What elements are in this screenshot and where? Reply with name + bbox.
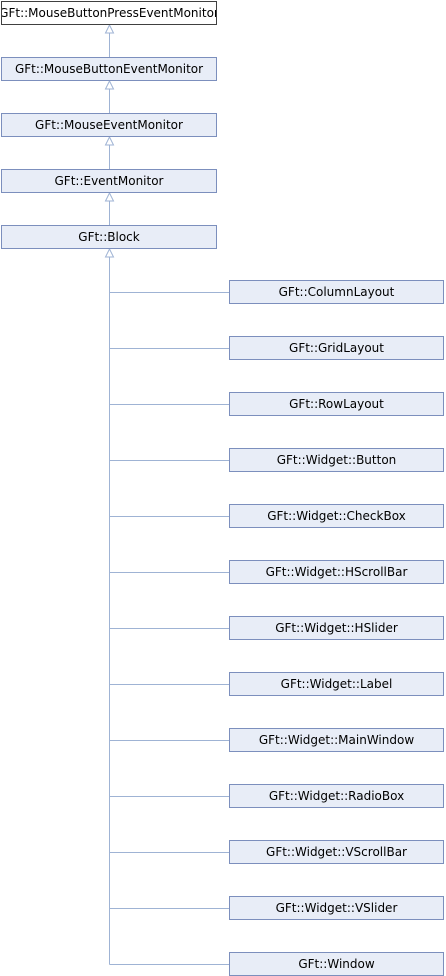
class-node-mousebuttoneventmonitor[interactable]: GFt::MouseButtonEventMonitor xyxy=(1,57,217,81)
class-node-columnlayout[interactable]: GFt::ColumnLayout xyxy=(229,280,444,304)
inheritance-edges xyxy=(104,23,229,965)
class-node-widget-mainwindow[interactable]: GFt::Widget::MainWindow xyxy=(229,728,444,752)
class-node-mouseeventmonitor[interactable]: GFt::MouseEventMonitor xyxy=(1,113,217,137)
inheritance-arrowhead xyxy=(104,191,115,202)
class-node-mousebuttonpresseventmonitor: GFt::MouseButtonPressEventMonitor xyxy=(1,1,217,25)
class-node-window[interactable]: GFt::Window xyxy=(229,952,444,976)
class-node-rowlayout[interactable]: GFt::RowLayout xyxy=(229,392,444,416)
inheritance-arrowhead xyxy=(104,23,115,34)
inheritance-arrowhead xyxy=(104,247,115,258)
class-node-widget-radiobox[interactable]: GFt::Widget::RadioBox xyxy=(229,784,444,808)
class-node-widget-vscrollbar[interactable]: GFt::Widget::VScrollBar xyxy=(229,840,444,864)
class-node-widget-checkbox[interactable]: GFt::Widget::CheckBox xyxy=(229,504,444,528)
inheritance-arrowhead xyxy=(104,135,115,146)
class-node-widget-hscrollbar[interactable]: GFt::Widget::HScrollBar xyxy=(229,560,444,584)
class-node-gridlayout[interactable]: GFt::GridLayout xyxy=(229,336,444,360)
class-node-widget-button[interactable]: GFt::Widget::Button xyxy=(229,448,444,472)
class-node-eventmonitor[interactable]: GFt::EventMonitor xyxy=(1,169,217,193)
class-node-widget-vslider[interactable]: GFt::Widget::VSlider xyxy=(229,896,444,920)
class-node-widget-label[interactable]: GFt::Widget::Label xyxy=(229,672,444,696)
class-node-widget-hslider[interactable]: GFt::Widget::HSlider xyxy=(229,616,444,640)
inheritance-arrowhead xyxy=(104,79,115,90)
class-node-block[interactable]: GFt::Block xyxy=(1,225,217,249)
